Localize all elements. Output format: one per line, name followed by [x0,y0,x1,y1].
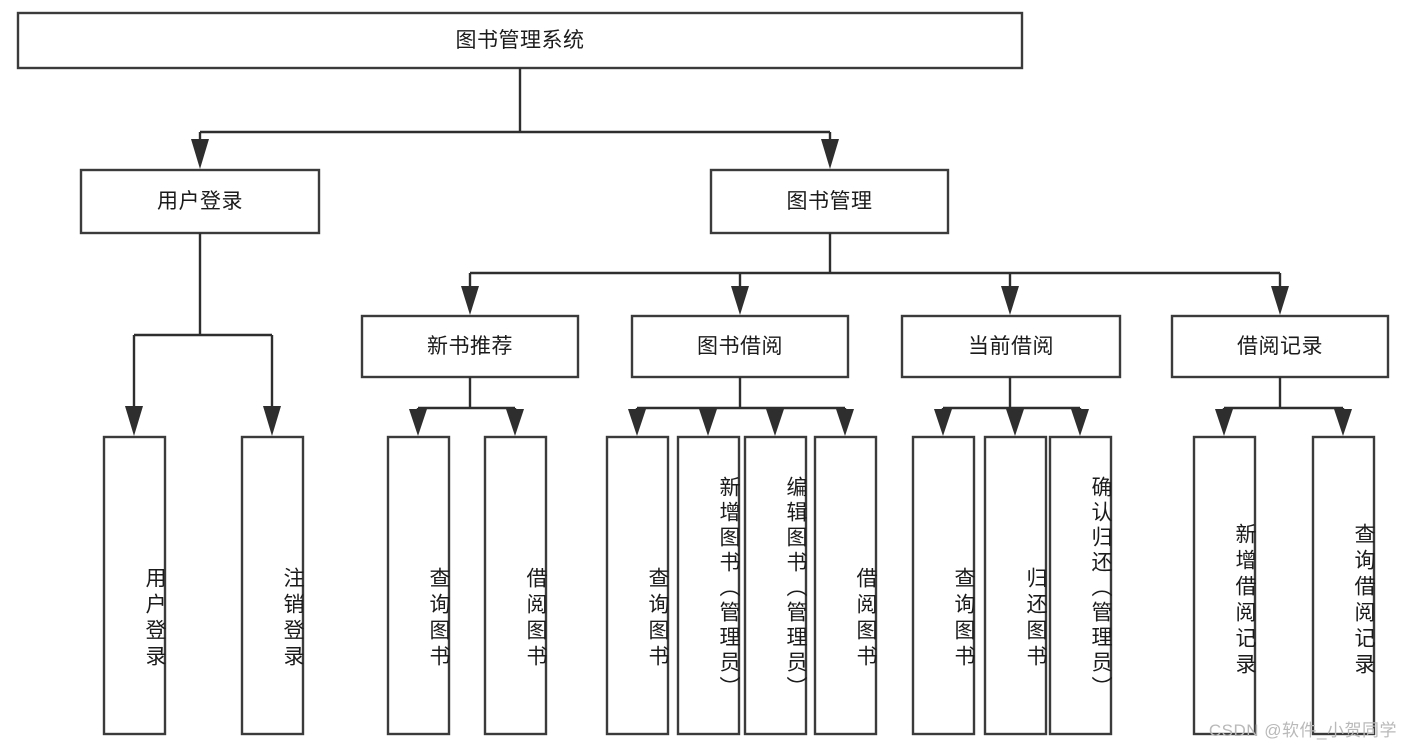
arrow-head-leaf-return-book [1006,409,1024,436]
node-box-leaf-user-logout[interactable] [240,435,305,736]
node-box-leaf-query-book-cur[interactable] [911,435,976,736]
arrow-head-leaf-query-book-cur [934,409,952,436]
node-box-leaf-return-book[interactable] [983,435,1048,736]
arrow-head-new-book-rec [461,286,479,315]
connectors-new-book-rec-leaves [409,377,524,436]
node-box-leaf-query-book-rec[interactable] [386,435,451,736]
arrow-head-leaf-add-book [699,409,717,436]
arrow-head-leaf-confirm-return [1071,409,1089,436]
node-rectangles [16,11,1390,736]
arrow-head-leaf-query-book-rec [409,409,427,436]
arrow-head-leaf-add-record [1215,409,1233,436]
node-box-leaf-add-book[interactable] [676,435,741,736]
connectors-book-borrow-leaves [628,377,854,436]
node-box-leaf-borrow-book-rec[interactable] [483,435,548,736]
connectors-user-login-leaves [125,233,281,436]
arrow-head-leaf-borrow-book-rec [506,409,524,436]
node-box-borrow-records[interactable] [1170,314,1390,379]
node-box-leaf-query-record[interactable] [1311,435,1376,736]
arrow-head-book-manage [821,139,839,169]
arrow-head-leaf-query-record [1334,409,1352,436]
arrow-head-book-borrow [731,286,749,315]
connectors-current-borrow-leaves [934,377,1089,436]
arrow-head-leaf-borrow-book [836,409,854,436]
node-box-book-manage[interactable] [709,168,950,235]
node-box-new-book-rec[interactable] [360,314,580,379]
watermark-text: CSDN @软件_小贺同学 [1208,721,1397,740]
node-box-leaf-query-book[interactable] [605,435,670,736]
connectors-borrow-records-leaves [1215,377,1352,436]
connectors-root-level2 [191,68,839,169]
arrow-head-leaf-edit-book [766,409,784,436]
node-box-leaf-add-record[interactable] [1192,435,1257,736]
arrow-head-leaf-user-logout [263,406,281,436]
node-box-leaf-borrow-book[interactable] [813,435,878,736]
arrow-head-current-borrow [1001,286,1019,315]
node-box-leaf-edit-book[interactable] [743,435,808,736]
node-box-current-borrow[interactable] [900,314,1122,379]
connectors-book-manage-level3 [461,233,1289,315]
arrow-head-borrow-records [1271,286,1289,315]
node-box-leaf-confirm-return[interactable] [1048,435,1113,736]
node-box-user-login[interactable] [79,168,321,235]
arrow-head-user-login [191,139,209,169]
arrow-head-leaf-user-login [125,406,143,436]
node-box-root[interactable] [16,11,1024,70]
arrow-head-leaf-query-book [628,409,646,436]
node-box-leaf-user-login[interactable] [102,435,167,736]
node-box-book-borrow[interactable] [630,314,850,379]
